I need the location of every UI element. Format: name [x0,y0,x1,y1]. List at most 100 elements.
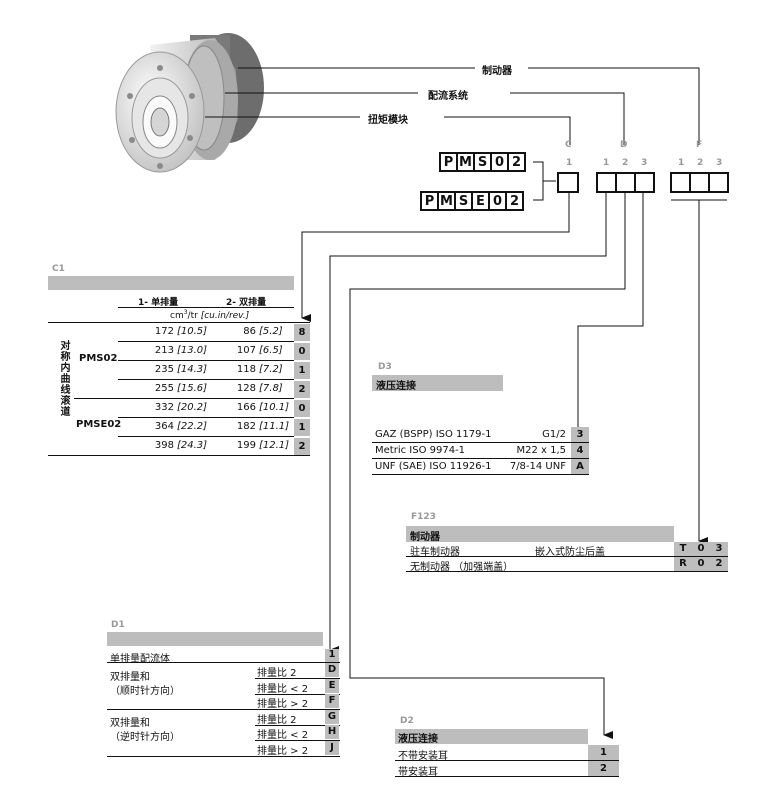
d2-row-divider [395,760,619,761]
c1-row-divider [118,379,294,380]
d1-ratio: 排量比 < 2 [257,683,309,695]
c1-v2: 199 [236,440,256,451]
d1-cw-line2: （顺时针方向） [110,686,180,697]
d3-row-divider [372,442,589,443]
slot-f1 [670,172,691,193]
f123-code: R [674,557,692,571]
d3-title: 液压连接 [376,381,416,392]
c1-v1: 235 [154,364,174,375]
c1-v1-inch: [24.3] [177,440,208,451]
f123-tag: F123 [411,512,436,522]
c1-v2-inch: [5.2] [259,326,283,337]
col-num-d3: 3 [641,158,648,168]
c1-v1: 172 [154,326,174,337]
c1-v1-inch: [13.0] [177,345,208,356]
f123-code: 0 [692,557,710,571]
torque-label: 扭矩模块 [368,115,408,126]
d3-size: M22 x 1,5 [516,445,566,456]
d1-code: D [325,663,339,677]
slot-d1 [596,172,617,193]
c1-row-divider [118,360,294,361]
f123-title: 制动器 [410,532,440,543]
d2-tag: D2 [400,716,414,726]
c1-v2-inch: [7.2] [259,364,283,375]
c1-code: 1 [294,362,310,379]
d3-row-divider [372,474,589,475]
f123-row-divider [406,571,728,572]
d1-cw-line1: 双排量和 [110,672,150,683]
col-num-d2: 2 [622,158,629,168]
d1-ccw-line2: （逆时针方向） [110,732,180,743]
d1-ratio: 排量比 < 2 [257,730,309,741]
slot-c [557,172,579,193]
distribution-label: 配流系统 [428,91,468,102]
code-char: 2 [507,152,526,172]
d1-ratio: 排量比 2 [257,714,297,726]
c1-units: cm3/tr [cu.in/rev.] [170,309,250,321]
col-letter-f: F [696,140,703,150]
code-pmse02: P M S E 0 2 [420,191,524,211]
c1-v1: 213 [154,345,174,356]
c1-code: 0 [294,400,310,417]
c1-code: 2 [294,381,310,398]
d1-code: G [325,709,339,724]
c1-v2-inch: [12.1] [259,440,290,451]
d1-ratio: 排量比 > 2 [257,745,309,757]
code-pms02: P M S 0 2 [439,152,526,172]
c1-row-divider [74,398,294,399]
f123-row-divider [406,556,728,557]
f123-name: 驻车制动器 [410,547,460,558]
d3-size: 7/8-14 UNF [509,461,566,472]
f123-code: 3 [710,542,728,556]
c1-v2-inch: [7.8] [259,383,283,394]
c1-group-pmse02: PMSE02 [76,419,122,430]
slot-f3 [708,172,729,193]
c1-v1: 255 [154,383,174,394]
d2-code: 1 [588,745,619,760]
f123-title-bar [406,526,674,542]
c1-code: 8 [294,324,310,341]
d2-name: 不带安装耳 [398,751,448,762]
c1-code: 1 [294,419,310,436]
c1-v1-inch: [10.5] [177,326,208,337]
c1-v2-inch: [10.1] [259,402,290,413]
col-letter-c: C [565,140,572,150]
c1-row-divider [118,436,294,437]
f123-desc: 嵌入式防尘后盖 [535,547,605,558]
c1-code: 2 [294,438,310,455]
col-num-c1: 1 [566,158,573,168]
d2-code: 2 [588,761,619,776]
d1-code: E [325,678,339,693]
c1-v2-inch: [6.5] [259,345,283,356]
d3-title-bar [372,375,503,391]
d1-row-divider [255,693,340,695]
d2-title: 液压连接 [398,734,438,745]
c1-v2-inch: [11.1] [259,421,290,432]
d3-name: UNF (SAE) ISO 11926-1 [375,461,492,472]
col-num-f2: 2 [697,158,704,168]
c1-v1: 364 [154,421,174,432]
c1-v1-inch: [15.6] [177,383,208,394]
f123-name: 无制动器 （加强端盖） [410,562,514,573]
d3-code: 3 [571,427,589,442]
c1-code: 0 [294,343,310,360]
col-letter-d: D [620,140,628,150]
d3-tag: D3 [378,362,392,372]
c1-header-bar [48,276,294,290]
d1-row-divider [255,740,340,741]
c1-v1: 398 [154,440,174,451]
c1-v1: 332 [154,402,174,413]
col-num-d1: 1 [603,158,610,168]
d3-code: 4 [571,443,589,458]
c1-v1-inch: [22.2] [177,421,208,432]
slot-d2 [615,172,636,193]
d3-code: A [571,459,589,474]
c1-v2: 118 [236,364,256,375]
c1-head-single: 1- 单排量 [138,298,179,308]
col-num-f1: 1 [678,158,685,168]
c1-row-divider [118,341,294,342]
c1-v2: 182 [236,421,256,432]
f123-code: 2 [710,557,728,571]
